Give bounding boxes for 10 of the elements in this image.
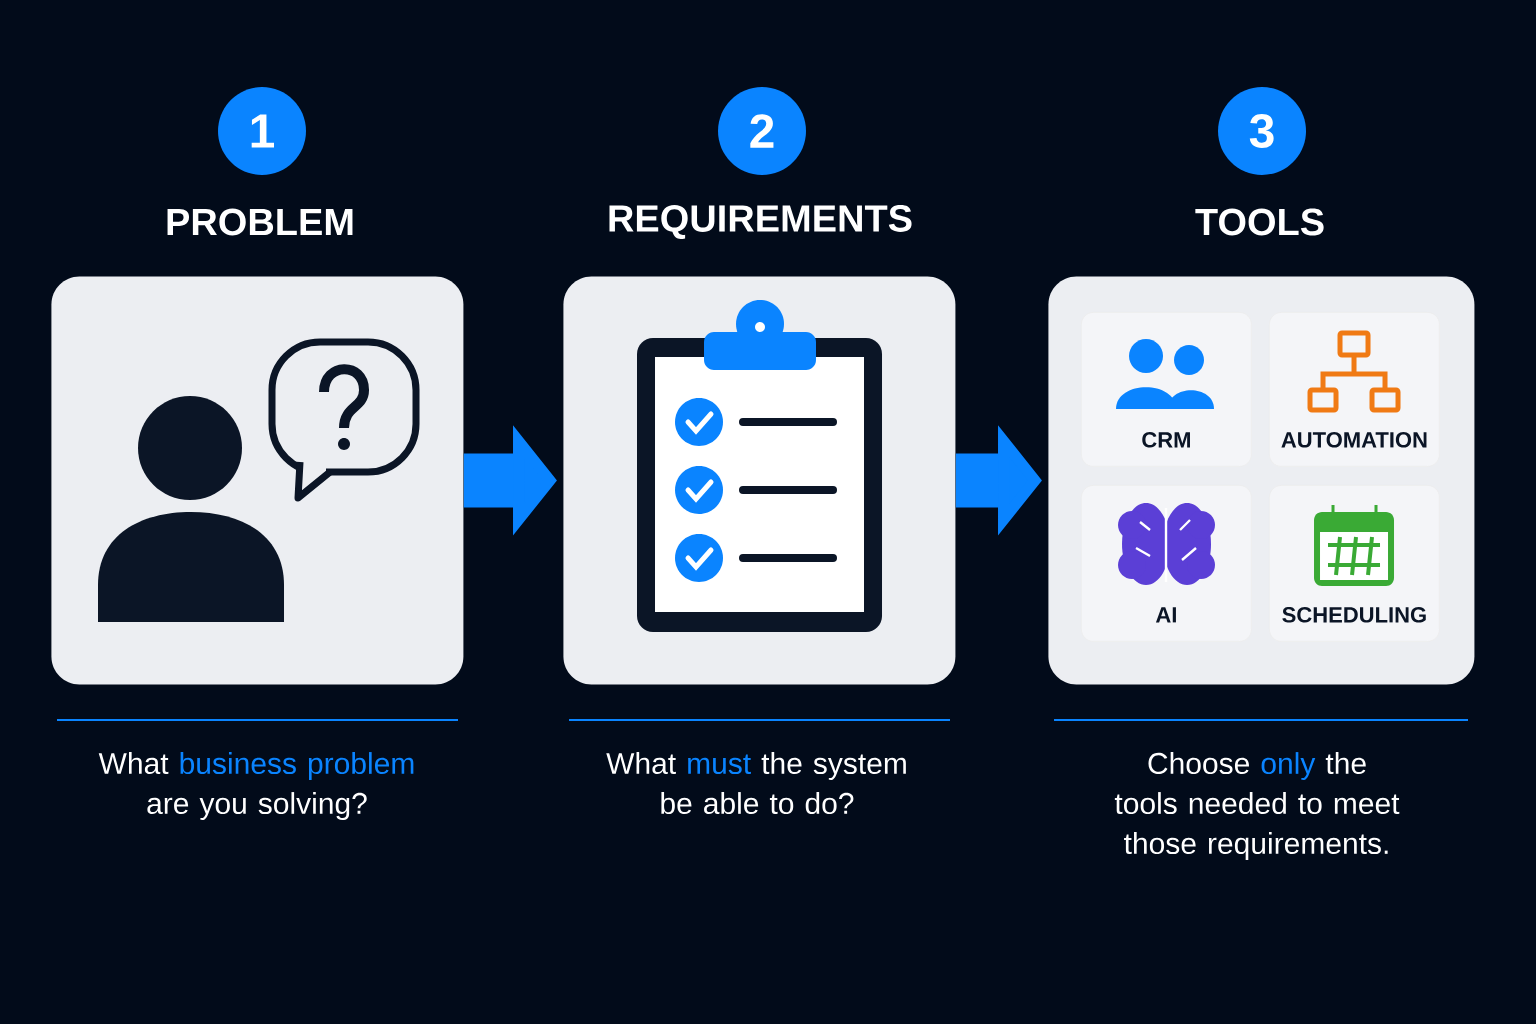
panel-heading: REQUIREMENTS	[609, 205, 912, 239]
number-badge: 1	[218, 87, 306, 175]
description: What must the system be able to do?	[606, 752, 906, 815]
panel-heading: PROBLEM	[167, 208, 353, 236]
tool-tile: AUTOMATION	[1269, 312, 1440, 467]
description: What business problem are you solving?	[98, 752, 414, 821]
panel-heading: TOOLS	[1195, 208, 1324, 236]
number-badge: 3	[1218, 87, 1306, 175]
number-badge: 2	[718, 87, 806, 175]
description: Choose only the tools needed to meet those requirements.	[1114, 752, 1400, 861]
